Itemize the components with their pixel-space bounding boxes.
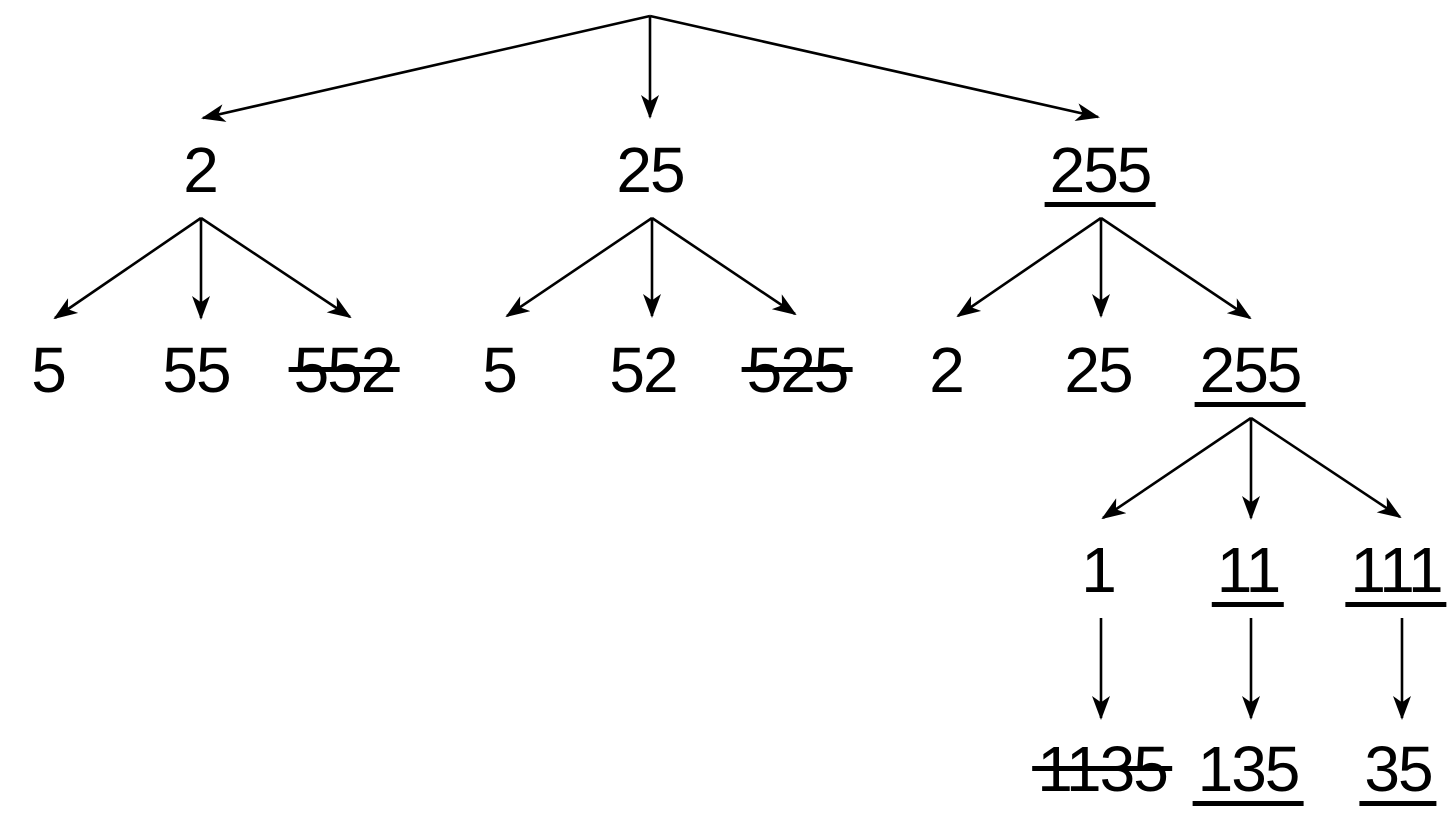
tree-node-l2-25: 25	[1064, 334, 1133, 406]
tree-node-l2-255: 255	[1194, 338, 1306, 407]
tree-node-l2-52: 52	[609, 334, 678, 406]
arrow-edge	[201, 14, 651, 122]
arrow-edge	[1100, 216, 1252, 320]
tree-node-l1-2: 2	[183, 134, 219, 206]
tree-node-l3-11: 11	[1211, 538, 1285, 607]
tree-node-l2-5a: 5	[31, 334, 67, 406]
arrow-edge	[651, 216, 797, 316]
tree-node-l3-1: 1	[1081, 534, 1117, 606]
tree-node-l1-25: 25	[616, 134, 685, 206]
tree-node-l2-552: 552	[288, 338, 400, 402]
tree-node-l2-2: 2	[929, 334, 965, 406]
arrow-edge	[1101, 416, 1252, 520]
tree-node-l4-35: 35	[1359, 737, 1437, 806]
tree-node-l4-135: 135	[1192, 737, 1304, 806]
arrow-edge	[53, 216, 202, 320]
tree-node-l2-525: 525	[741, 338, 853, 402]
tree-node-l4-1135: 1135	[1032, 737, 1172, 801]
arrow-edge	[956, 216, 1102, 318]
tree-node-l3-111: 111	[1345, 538, 1447, 607]
arrow-edge	[505, 216, 653, 318]
arrow-edge	[200, 216, 352, 319]
tree-node-l1-255: 255	[1044, 138, 1156, 207]
arrow-edge	[649, 14, 1100, 121]
tree-node-l2-5b: 5	[482, 334, 518, 406]
tree-node-l2-55: 55	[162, 334, 231, 406]
arrow-edge	[1250, 416, 1402, 519]
